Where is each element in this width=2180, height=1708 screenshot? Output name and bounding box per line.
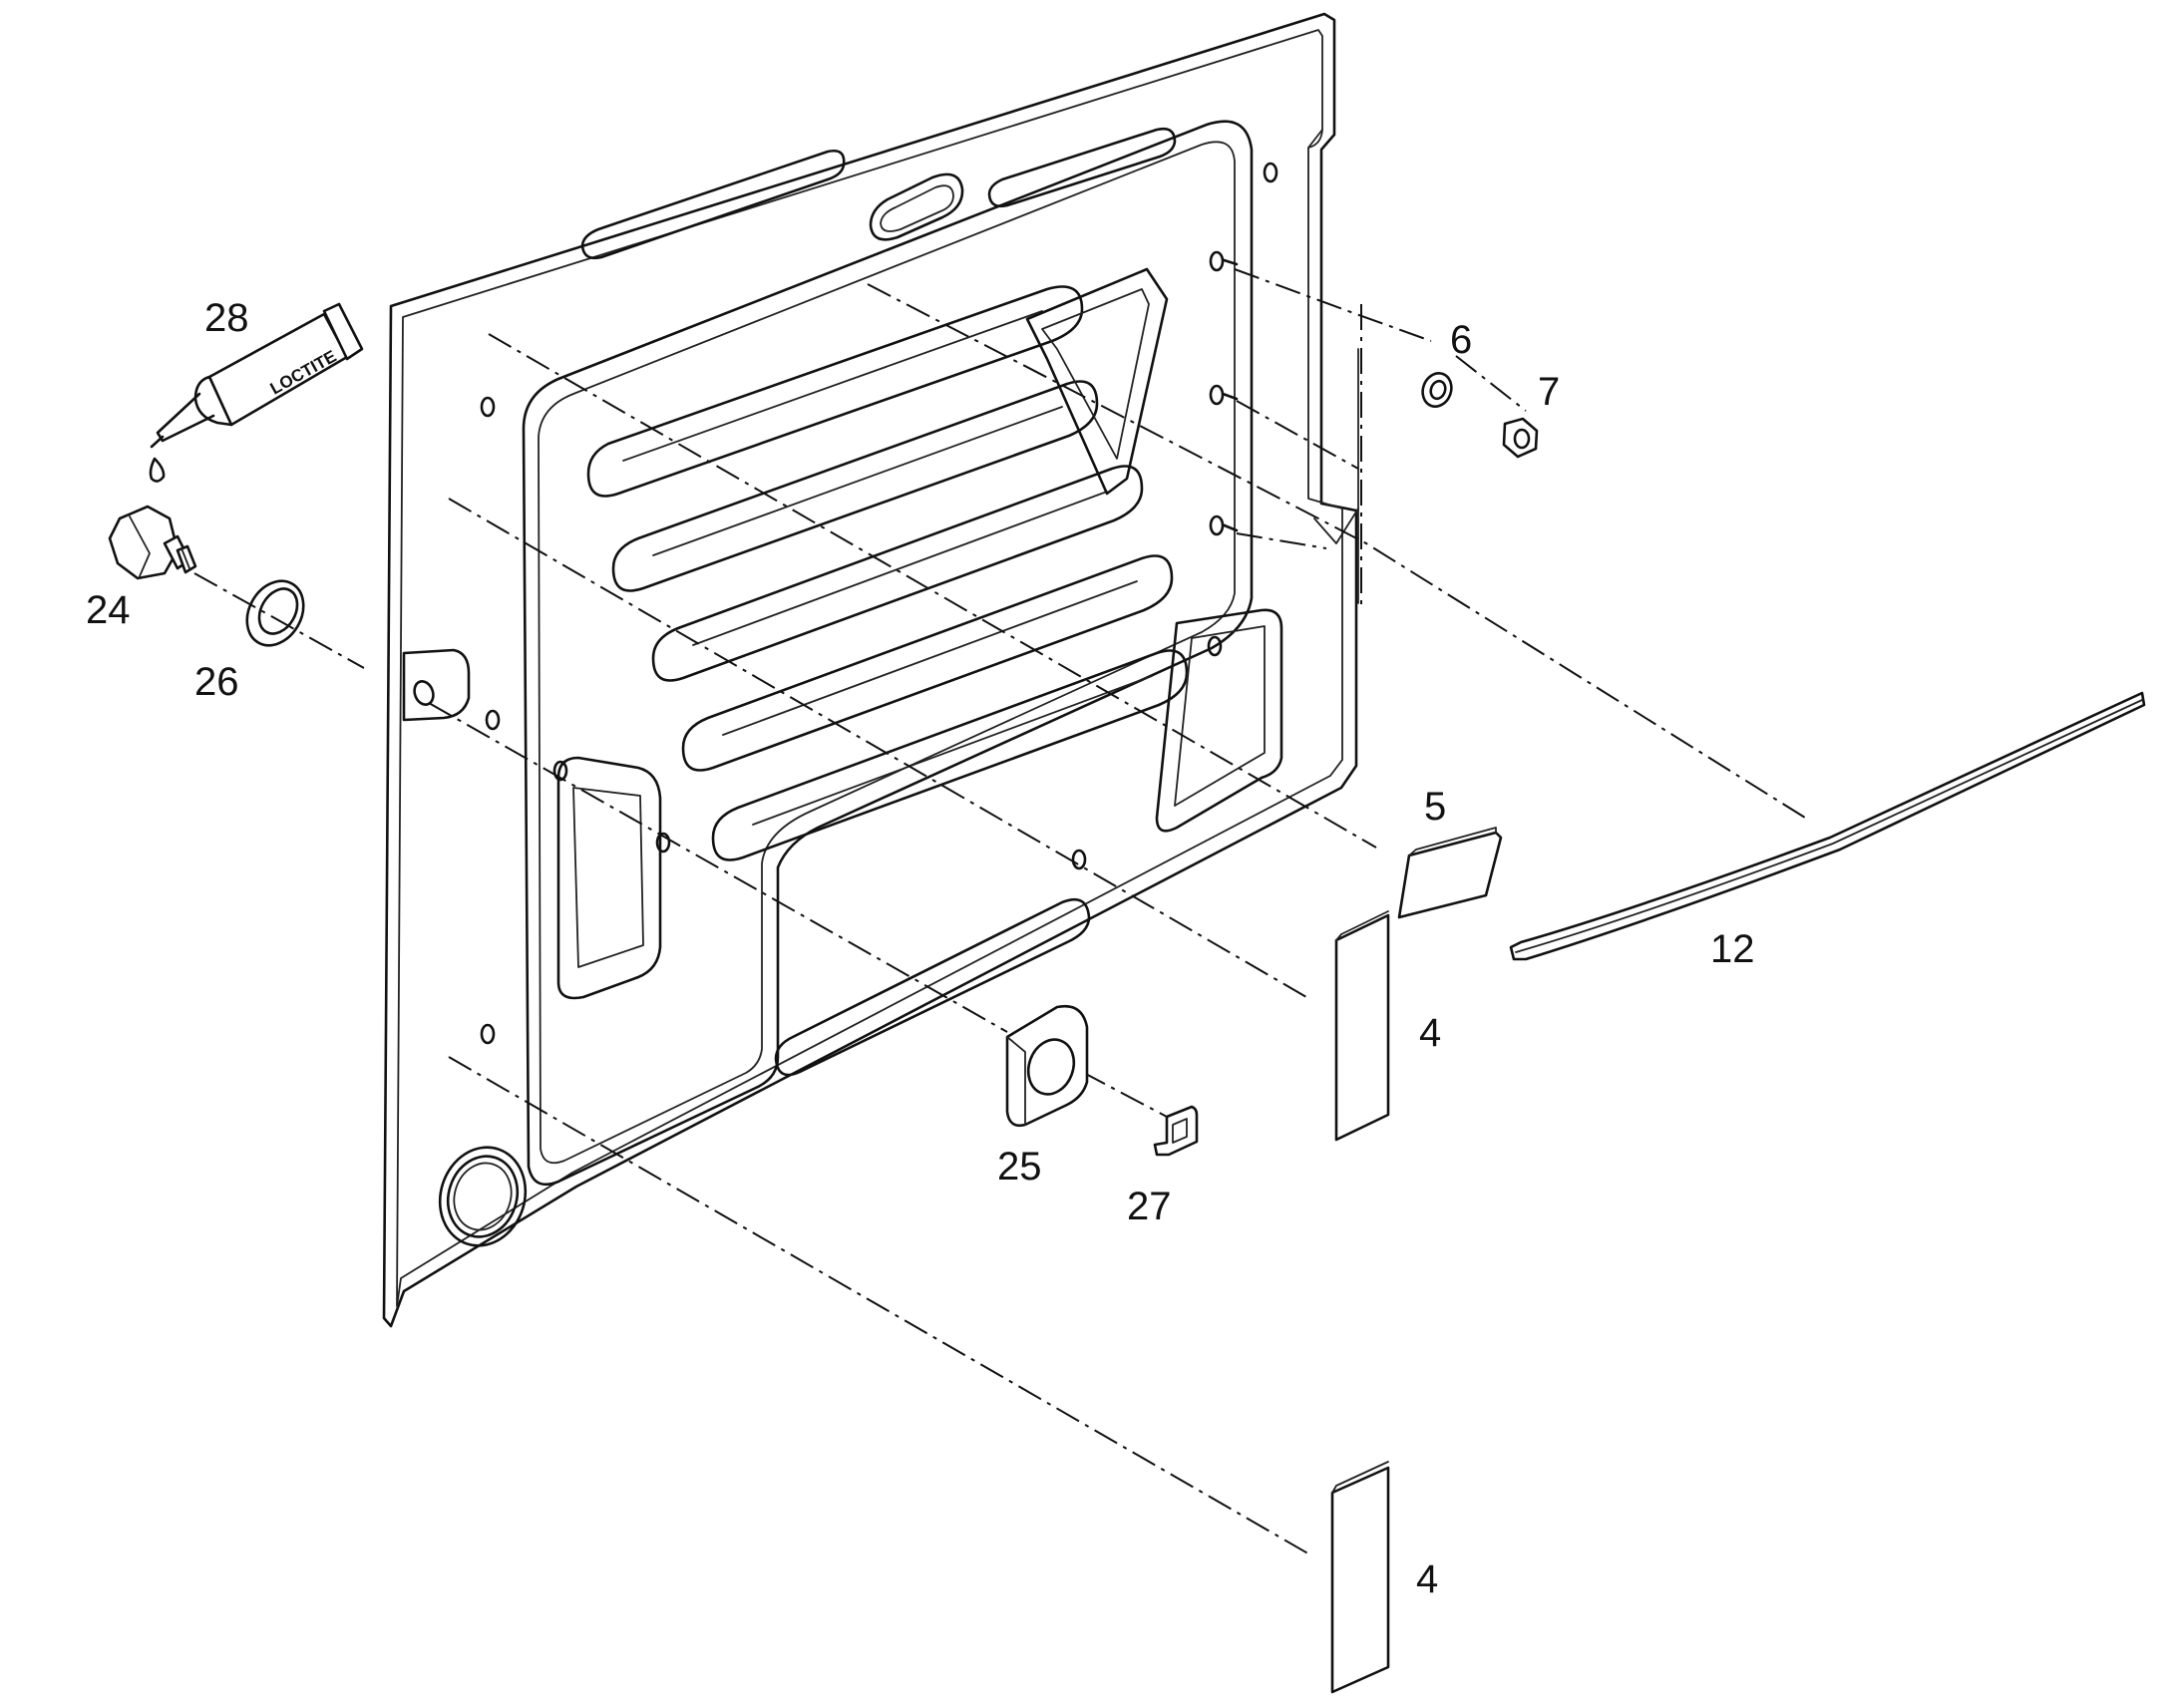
weld-studs: [1209, 250, 1239, 536]
strip-lower: [1330, 1466, 1390, 1694]
main-panel: [382, 12, 1359, 1328]
drain-ring: [438, 1146, 528, 1247]
callouts: 28 24 26 25 27 6 7 5 4 4 12: [86, 296, 1755, 1601]
callout-tube: 28: [204, 296, 249, 340]
gasket-ring: [245, 579, 305, 647]
callout-seal-strip: 12: [1710, 927, 1755, 971]
handle-slot: [869, 172, 964, 241]
callout-pad-small: 5: [1424, 785, 1446, 829]
bracket: [1005, 1004, 1089, 1127]
pad-small: [1397, 831, 1503, 919]
washer: [1421, 372, 1453, 408]
callout-fitting: 24: [86, 588, 131, 632]
strip-upper: [1334, 913, 1390, 1142]
callout-nut: 7: [1538, 370, 1560, 414]
mounting-holes: [480, 162, 1278, 1045]
seal-strip: [1509, 691, 2146, 961]
callout-strip-lower: 4: [1416, 1557, 1438, 1601]
leader-lines: [193, 268, 1806, 1556]
threaded-fitting: [108, 505, 197, 580]
callout-gasket: 26: [194, 660, 239, 704]
adhesive-tube: LOCTITE: [149, 302, 364, 483]
callout-washer: 6: [1450, 318, 1472, 362]
callout-clip: 27: [1127, 1185, 1172, 1228]
clip: [1153, 1105, 1199, 1157]
callout-strip-upper: 4: [1419, 1011, 1441, 1055]
callout-bracket: 25: [997, 1145, 1042, 1189]
panel-ribs: [580, 127, 1189, 1077]
hex-nut: [1502, 417, 1539, 459]
